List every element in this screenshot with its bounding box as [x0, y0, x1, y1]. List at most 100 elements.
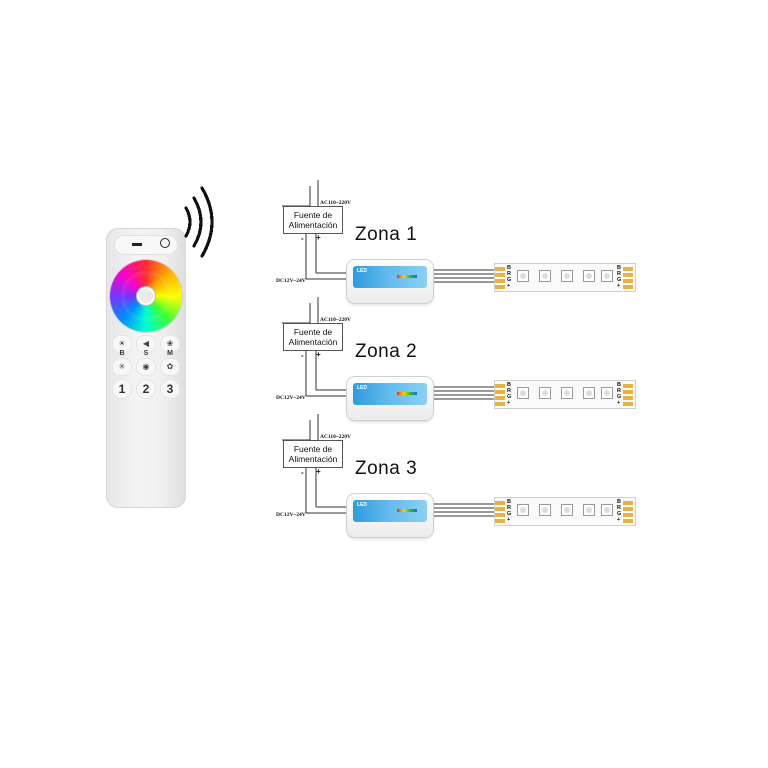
- pin-label-b: B: [507, 265, 511, 271]
- color-wheel-center[interactable]: [137, 287, 155, 305]
- zone-3-group: AC110~220V Fuente de Alimentación - + DC…: [0, 414, 768, 537]
- pin-label-b-right: B: [617, 499, 621, 505]
- psu-label-line1: Fuente de: [293, 327, 333, 337]
- controller-label: LED: [353, 500, 427, 522]
- led-chip: [561, 504, 573, 516]
- led-chip: [539, 387, 551, 399]
- brightness-down-key[interactable]: ✳: [112, 358, 132, 376]
- key-label-b: B: [119, 350, 125, 357]
- pin-label-b-right: B: [617, 265, 621, 271]
- led-chip: [561, 270, 573, 282]
- remote-power-bar: [114, 235, 178, 255]
- zone-title: Zona 2: [355, 341, 418, 362]
- mode-icon: ❀: [166, 339, 174, 348]
- controller-label: LED: [353, 383, 427, 405]
- led-chip: [517, 504, 529, 516]
- ac-spec-label: AC110~220V: [320, 317, 351, 323]
- pin-label-g-right: G: [617, 511, 622, 517]
- zone-2-button[interactable]: 2: [136, 379, 156, 399]
- strip-pad: [623, 519, 633, 523]
- sun-small-icon: ✳: [118, 362, 126, 371]
- controller-brand: LED: [357, 268, 367, 274]
- strip-pad: [623, 507, 633, 511]
- pin-label-r: R: [507, 271, 511, 277]
- speed-down-key[interactable]: ◉: [136, 358, 156, 376]
- rgb-controller: LED: [347, 377, 433, 420]
- color-wheel[interactable]: [110, 260, 182, 332]
- strip-pad: [623, 267, 633, 271]
- led-strip: B R G + B R G +: [495, 498, 635, 525]
- rgb-controller: LED: [347, 494, 433, 537]
- pin-label-r-right: R: [617, 388, 621, 394]
- key-label-m: M: [167, 350, 173, 357]
- pin-label-r-right: R: [617, 271, 621, 277]
- strip-pad: [495, 513, 505, 517]
- psu-label-line2: Alimentación: [288, 220, 338, 230]
- strip-pad: [623, 390, 633, 394]
- pin-label-plus: +: [507, 400, 511, 406]
- led-chip: [601, 387, 613, 399]
- led-chip: [583, 270, 595, 282]
- strip-pad: [495, 396, 505, 400]
- psu-label-line2: Alimentación: [288, 454, 338, 464]
- pin-label-plus-right: +: [617, 283, 621, 289]
- pin-label-r: R: [507, 388, 511, 394]
- led-chip: [539, 504, 551, 516]
- controller-color-bar: [397, 275, 417, 278]
- psu-label-line1: Fuente de: [293, 444, 333, 454]
- psu-label-line1: Fuente de: [293, 210, 333, 220]
- controller-brand: LED: [357, 502, 367, 508]
- rgb-remote-control: ☀ ◀ ❀ B S M ✳ ◉ ✿ 1 2 3: [106, 228, 186, 508]
- flower-icon: ✿: [166, 362, 174, 371]
- power-supply-box: Fuente de Alimentación: [283, 206, 343, 234]
- strip-pad: [495, 267, 505, 271]
- zone-1-group: AC110~220V Fuente de Alimentación - + DC…: [0, 180, 768, 303]
- brightness-up-key[interactable]: ☀: [112, 335, 132, 353]
- zone-1-button[interactable]: 1: [112, 379, 132, 399]
- dc-spec-label: DC12V~24V: [276, 278, 306, 284]
- pin-label-b-right: B: [617, 382, 621, 388]
- minus-terminal-label: -: [301, 234, 304, 243]
- led-chip: [601, 270, 613, 282]
- zone-3-button[interactable]: 3: [160, 379, 180, 399]
- wireless-signal-icon: [184, 186, 214, 258]
- pin-label-r-right: R: [617, 505, 621, 511]
- strip-pad: [623, 384, 633, 388]
- zone-2-group: AC110~220V Fuente de Alimentación - + DC…: [0, 297, 768, 420]
- power-supply-box: Fuente de Alimentación: [283, 440, 343, 468]
- pin-label-g: G: [507, 394, 512, 400]
- controller-color-bar: [397, 509, 417, 512]
- strip-pad: [623, 501, 633, 505]
- pin-label-g-right: G: [617, 394, 622, 400]
- psu-label-line2: Alimentación: [288, 337, 338, 347]
- strip-pad: [495, 402, 505, 406]
- strip-pad: [623, 279, 633, 283]
- mode-up-key[interactable]: ❀: [160, 335, 180, 353]
- dc-spec-label: DC12V~24V: [276, 395, 306, 401]
- zone-2-wiring: [282, 297, 496, 400]
- pin-label-plus-right: +: [617, 517, 621, 523]
- strip-pad: [623, 285, 633, 289]
- strip-pad: [495, 285, 505, 289]
- power-supply-box: Fuente de Alimentación: [283, 323, 343, 351]
- led-chip: [517, 270, 529, 282]
- power-off-icon[interactable]: [132, 243, 142, 246]
- plus-terminal-label: +: [316, 467, 321, 476]
- controller-brand: LED: [357, 385, 367, 391]
- pin-label-g: G: [507, 277, 512, 283]
- strip-pad: [623, 273, 633, 277]
- ac-spec-label: AC110~220V: [320, 434, 351, 440]
- power-on-icon[interactable]: [160, 238, 170, 248]
- sun-icon: ☀: [118, 339, 126, 348]
- pin-label-plus: +: [507, 283, 511, 289]
- strip-pad: [495, 390, 505, 394]
- mode-down-key[interactable]: ✿: [160, 358, 180, 376]
- speed-up-key[interactable]: ◀: [136, 335, 156, 353]
- controller-label: LED: [353, 266, 427, 288]
- ac-spec-label: AC110~220V: [320, 200, 351, 206]
- plus-terminal-label: +: [316, 233, 321, 242]
- zone-title: Zona 3: [355, 458, 418, 479]
- plus-terminal-label: +: [316, 350, 321, 359]
- pin-label-plus: +: [507, 517, 511, 523]
